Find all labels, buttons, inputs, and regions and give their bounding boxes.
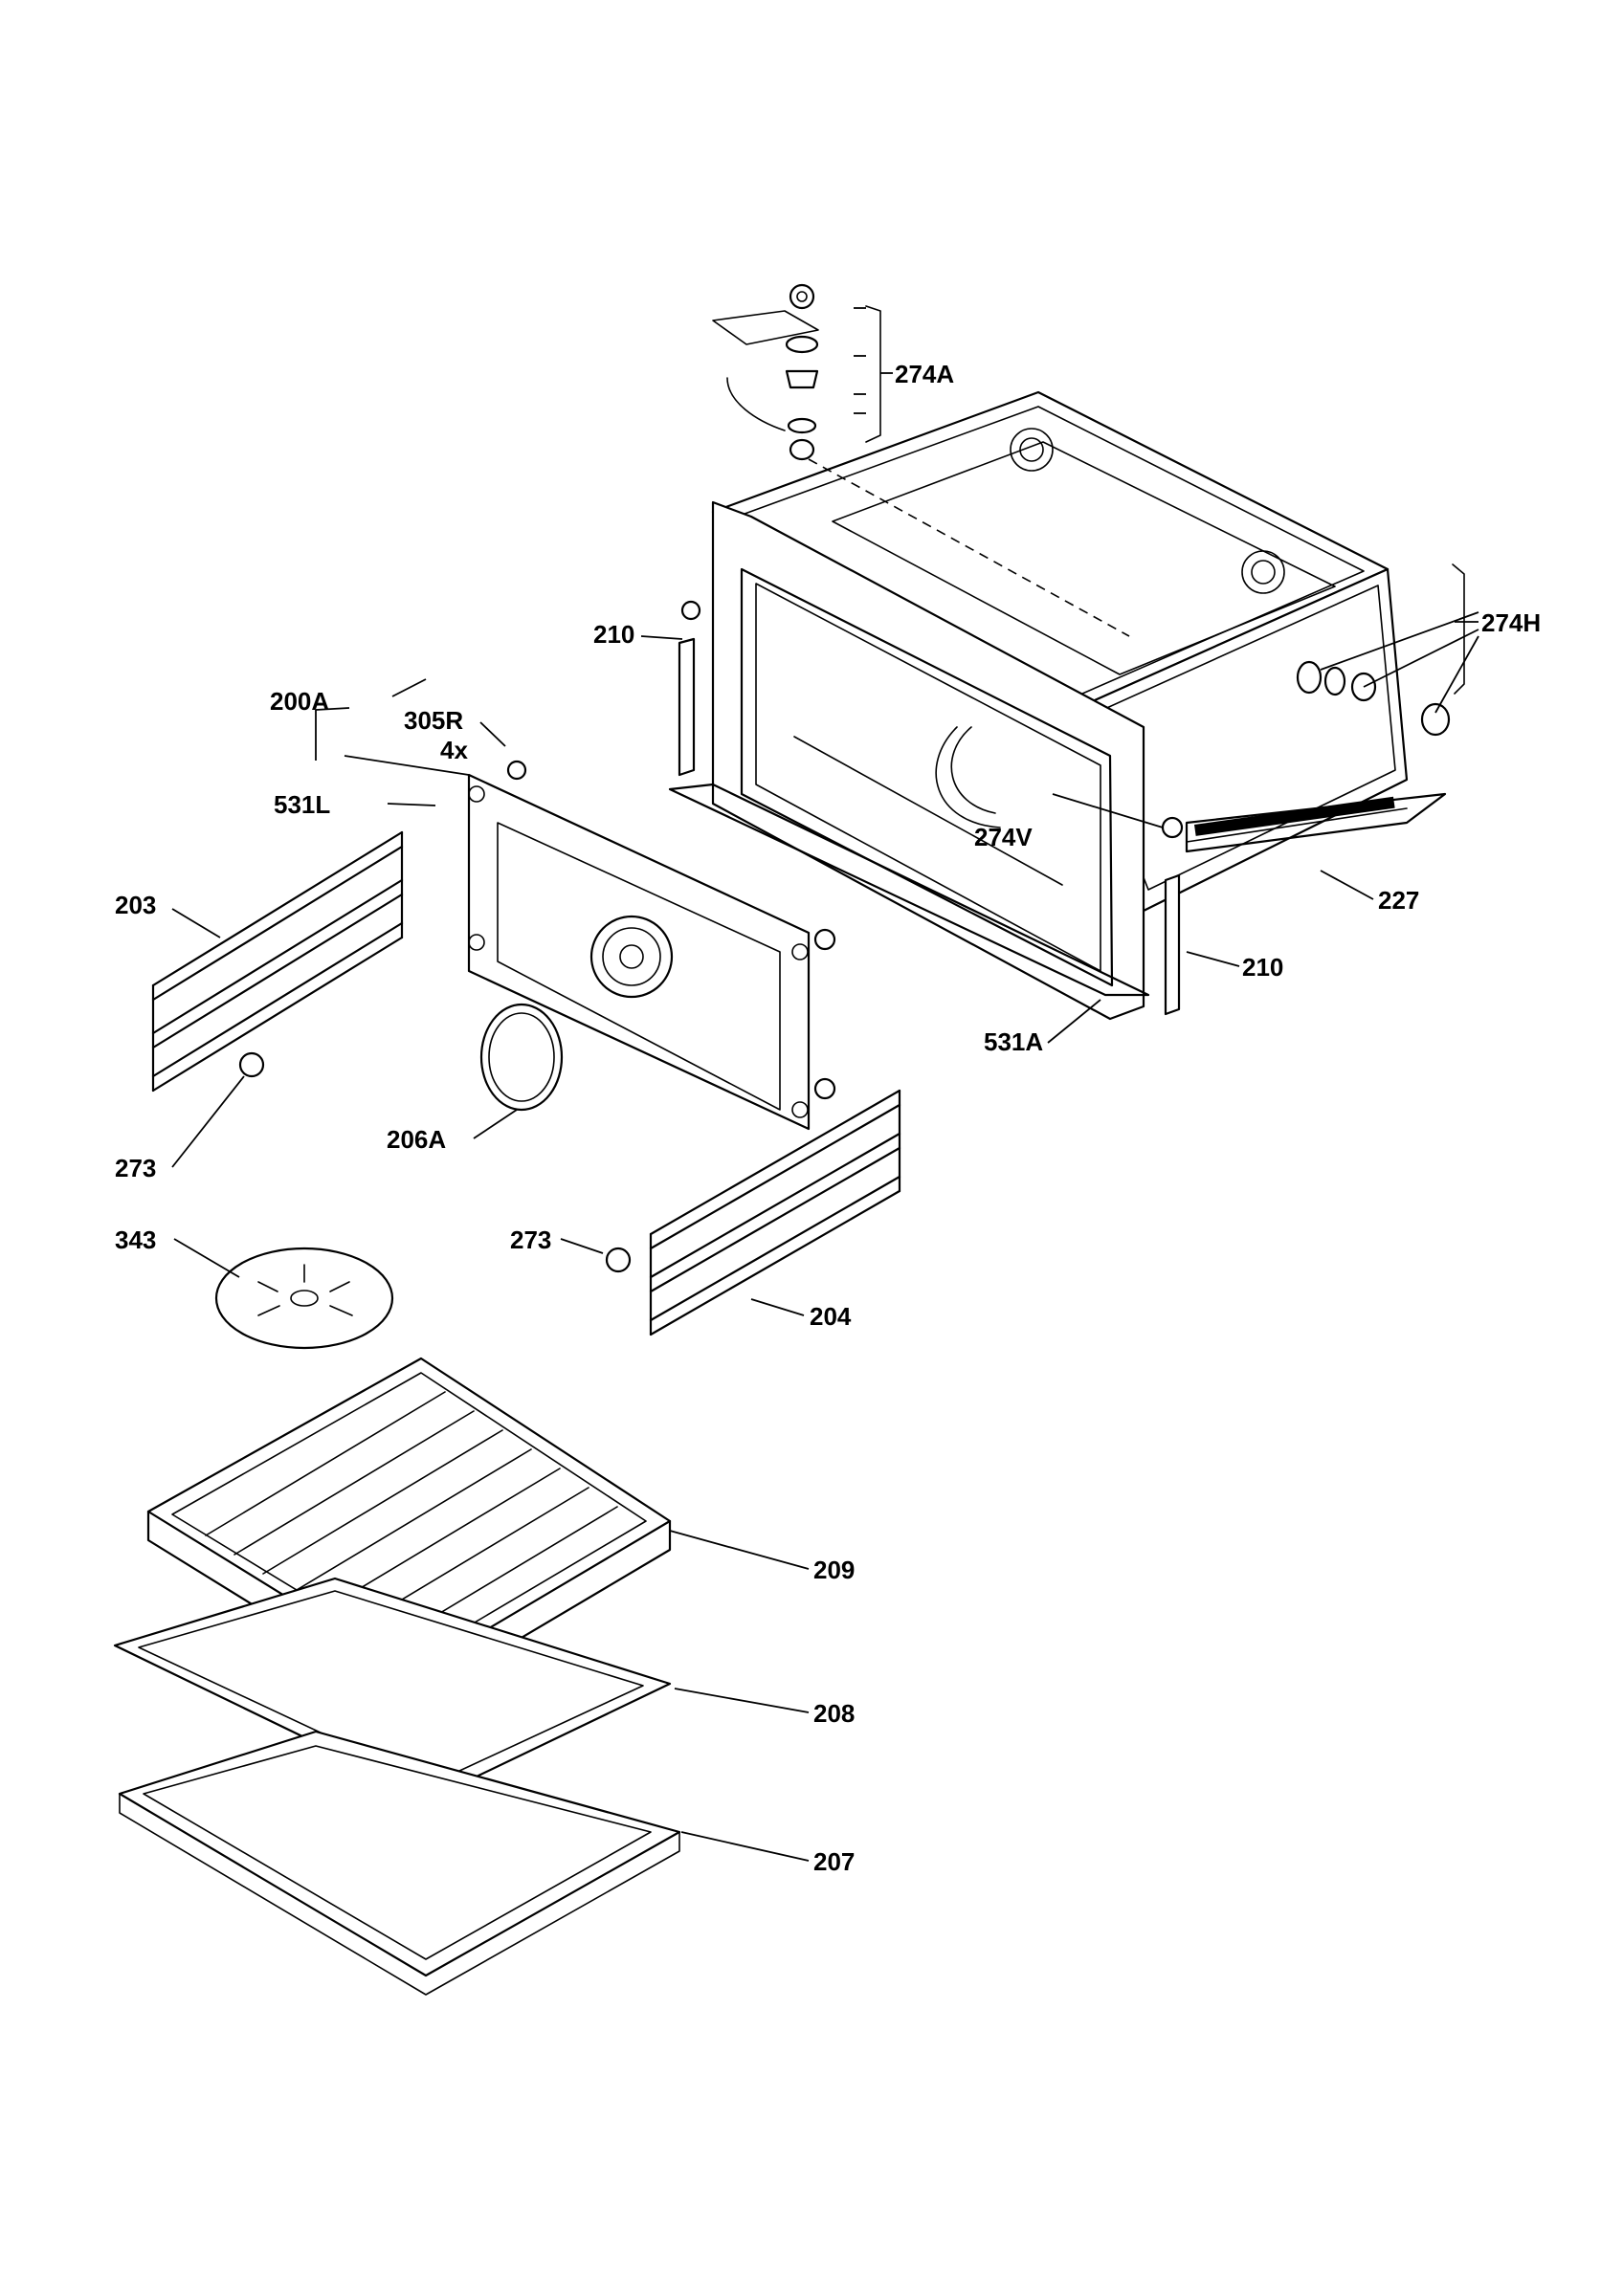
label-208: 208 xyxy=(813,1699,855,1728)
hinge-210-right xyxy=(1161,816,1184,1016)
label-200A: 200A xyxy=(270,687,329,716)
label-209: 209 xyxy=(813,1556,855,1584)
rear-panel-200A xyxy=(467,760,836,1131)
fasteners-274H xyxy=(1296,563,1465,737)
side-rack-204 xyxy=(605,1089,901,1336)
label-343: 343 xyxy=(115,1225,156,1254)
label-227: 227 xyxy=(1378,886,1419,915)
label-274H: 274H xyxy=(1481,608,1541,637)
label-274V: 274V xyxy=(974,823,1033,851)
label-273-left: 273 xyxy=(115,1154,156,1182)
hinge-210-left xyxy=(678,600,701,777)
label-273-right: 273 xyxy=(510,1225,551,1254)
label-4x: 4x xyxy=(440,736,468,764)
label-210-lower: 210 xyxy=(1242,953,1283,982)
label-210-upper: 210 xyxy=(593,620,634,649)
label-204: 204 xyxy=(810,1302,852,1331)
label-206A: 206A xyxy=(387,1125,446,1154)
oven-cavity xyxy=(668,390,1447,1021)
side-rack-203 xyxy=(151,830,404,1093)
filter-206A xyxy=(479,1003,564,1112)
bracket-274A-assembly xyxy=(712,283,1130,637)
baking-tray-207 xyxy=(118,1730,681,1996)
label-203: 203 xyxy=(115,891,156,919)
label-531A: 531A xyxy=(984,1027,1043,1056)
label-531L: 531L xyxy=(274,790,330,819)
plate-343 xyxy=(214,1247,394,1350)
label-274A: 274A xyxy=(895,360,954,388)
leader-lines xyxy=(171,307,1479,1862)
label-207: 207 xyxy=(813,1847,855,1876)
label-305R: 305R xyxy=(404,706,463,735)
part-labels: 274A 274H 210 200A 305R 4x 531L 274V 227… xyxy=(115,360,1541,1876)
